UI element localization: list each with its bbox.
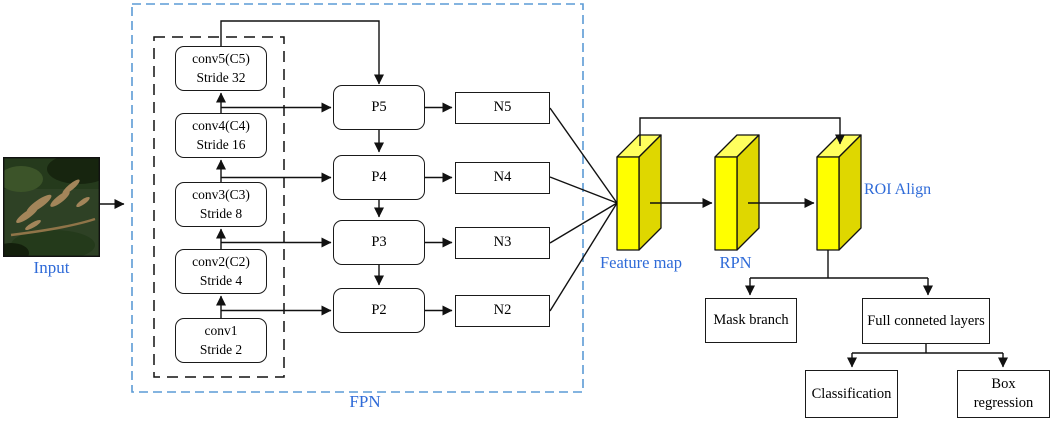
classification-label: Classification (811, 385, 892, 402)
line-n3-featuremap (549, 202, 618, 244)
node-p2-label: P2 (371, 301, 387, 318)
mask-branch-box: Mask branch (705, 298, 797, 343)
node-n2-label: N2 (493, 302, 512, 319)
node-conv5: conv5(C5) Stride 32 (175, 46, 267, 91)
node-conv2: conv2(C2) Stride 4 (175, 249, 267, 294)
box-regression-line1: Box (991, 376, 1016, 393)
rpn-front-face (714, 156, 738, 251)
connector-featuremap-roialign (639, 117, 845, 146)
node-n5: N5 (455, 92, 550, 124)
label-roi-align: ROI Align (864, 181, 932, 198)
node-p2: P2 (333, 288, 425, 333)
node-conv3: conv3(C3) Stride 8 (175, 182, 267, 227)
fpn-boundary (131, 3, 584, 393)
fc-layers-label: Full conneted layers (867, 312, 985, 329)
node-conv2-line2: Stride 4 (199, 272, 243, 288)
roi-align-box (816, 134, 862, 251)
node-n5-label: N5 (493, 99, 512, 116)
label-input: Input (33, 258, 70, 277)
fc-layers-box: Full conneted layers (862, 298, 990, 344)
node-conv1-line2: Stride 2 (199, 341, 243, 357)
node-n3: N3 (455, 227, 550, 259)
classification-box: Classification (805, 370, 898, 418)
arrow-conv5-top-p5 (220, 20, 384, 85)
satellite-image (0, 154, 111, 263)
node-conv4: conv4(C4) Stride 16 (175, 113, 267, 158)
line-n4-featuremap (549, 176, 618, 204)
node-n3-label: N3 (493, 234, 512, 251)
node-conv1-line1: conv1 (204, 323, 238, 339)
node-conv3-line1: conv3(C3) (192, 187, 250, 203)
node-p4-label: P4 (371, 168, 387, 185)
roi-align-front-face (816, 156, 840, 251)
node-p3-label: P3 (371, 233, 387, 250)
line-n5-featuremap (549, 107, 618, 204)
node-p5: P5 (333, 85, 425, 130)
feature-map-box (616, 134, 662, 251)
node-p5-label: P5 (371, 98, 387, 115)
node-conv1: conv1 Stride 2 (175, 318, 267, 363)
feature-map-front-face (616, 156, 640, 251)
mask-branch-label: Mask branch (713, 312, 789, 329)
box-regression-line2: regression (973, 395, 1034, 411)
box-regression-box: Box regression (957, 370, 1050, 418)
backbone-boundary (153, 36, 285, 378)
input-image (0, 154, 111, 263)
label-fpn: FPN (349, 392, 381, 411)
node-p3: P3 (333, 220, 425, 265)
node-conv4-line1: conv4(C4) (192, 118, 250, 134)
node-conv5-line1: conv5(C5) (192, 51, 250, 67)
node-n4: N4 (455, 162, 550, 194)
node-conv3-line2: Stride 8 (199, 205, 243, 221)
node-conv5-line2: Stride 32 (196, 69, 246, 85)
rpn-box (714, 134, 760, 251)
node-p4: P4 (333, 155, 425, 200)
label-feature-map: Feature map (599, 253, 682, 272)
label-rpn: RPN (719, 253, 752, 272)
line-n2-featuremap (549, 202, 618, 312)
node-n2: N2 (455, 295, 550, 327)
node-conv2-line1: conv2(C2) (192, 254, 250, 270)
node-n4-label: N4 (493, 169, 512, 186)
node-conv4-line2: Stride 16 (196, 136, 246, 152)
